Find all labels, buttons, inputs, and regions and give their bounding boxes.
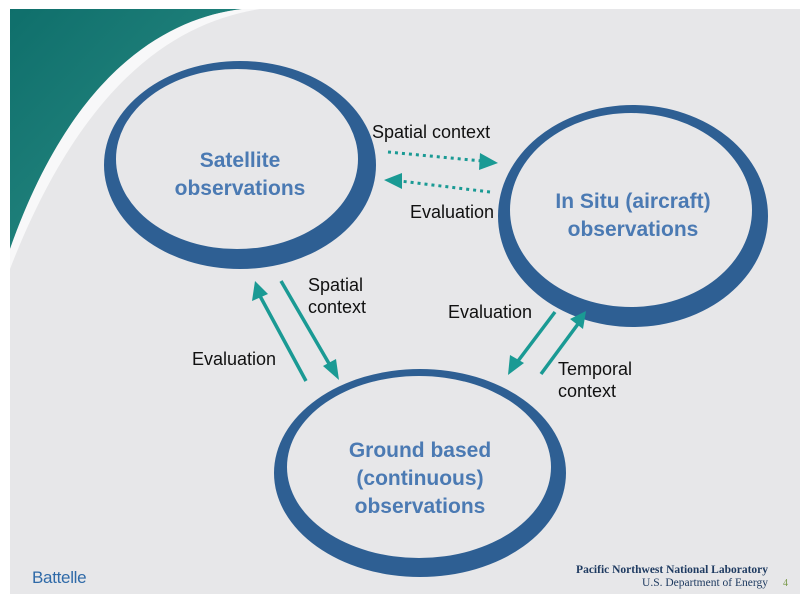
node-satellite-line1: Satellite [199,149,281,172]
arrow-insitu-to-ground [516,310,557,363]
node-insitu-line2: observations [567,218,699,241]
node-satellite-line2: observations [174,177,306,200]
footer-lab-block: Pacific Northwest National Laboratory U.… [576,564,768,590]
label-ground-to-insitu-line2: context [558,381,617,401]
footer-lab-name: Pacific Northwest National Laboratory [576,564,768,576]
arrow-sat-to-insitu [387,150,483,163]
node-ground-line2: (continuous) [356,467,484,490]
arrow-sat-to-ground [279,280,333,368]
label-ground-to-insitu: Temporal context [558,358,632,402]
label-insitu-to-sat: Evaluation [410,202,495,222]
arrow-insitu-to-sat [399,179,491,194]
node-ground: Ground based (continuous) observations [310,437,530,521]
label-sat-to-ground-line1: Spatial [308,275,364,295]
diagram-rings [104,61,768,577]
label-insitu-to-ground: Evaluation [448,302,533,322]
node-insitu: In Situ (aircraft) observations [538,188,728,244]
corner-swoosh-graphic [10,9,260,269]
node-satellite: Satellite observations [150,147,330,203]
footer-department: U.S. Department of Energy [642,577,768,589]
slide: Satellite observations In Situ (aircraft… [10,9,800,594]
battelle-logo: Battelle [32,568,87,587]
node-ground-line1: Ground based [348,439,492,462]
arrow-ground-to-insitu [539,322,580,376]
node-ground-line3: observations [354,495,486,518]
label-ground-to-insitu-line1: Temporal [558,359,633,379]
label-sat-to-ground-line2: context [308,297,367,317]
label-sat-to-insitu: Spatial context [372,122,491,142]
node-insitu-line1: In Situ (aircraft) [555,190,711,213]
page-number: 4 [783,578,788,589]
arrow-ground-to-sat [258,295,308,382]
label-sat-to-ground: Spatial context [308,274,366,318]
label-ground-to-sat: Evaluation [192,349,277,369]
